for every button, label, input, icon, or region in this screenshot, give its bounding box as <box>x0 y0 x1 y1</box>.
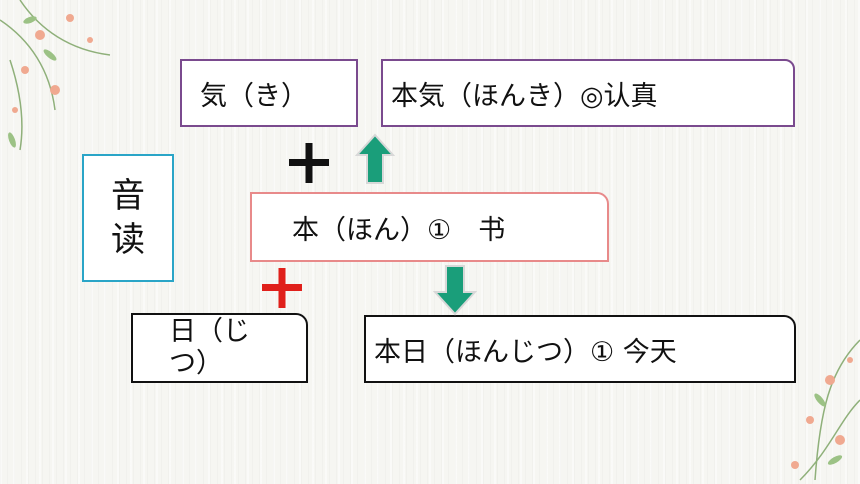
hon-reading-box: 本（ほん）① 书 <box>250 192 609 262</box>
plus-icon <box>262 268 302 308</box>
arrow-down-icon <box>433 265 477 316</box>
onyomi-label-text: 音读 <box>111 176 145 260</box>
hon-reading-text: 本（ほん）① 书 <box>292 214 506 246</box>
arrow-up-icon <box>355 133 395 184</box>
ki-reading-text: 気（き） <box>200 80 308 112</box>
honjitsu-word-box: 本日（ほんじつ）① 今天 <box>364 315 796 383</box>
plus-icon <box>289 143 329 183</box>
onyomi-label-box: 音读 <box>82 154 174 282</box>
jitsu-reading-box: 日（じつ） <box>131 313 308 383</box>
honki-word-text: 本気（ほんき）◎认真 <box>391 80 658 112</box>
floral-decoration-top-left <box>0 0 111 151</box>
floral-decoration-bottom-right <box>791 339 860 481</box>
honjitsu-word-text: 本日（ほんじつ）① 今天 <box>374 336 677 368</box>
jitsu-reading-text: 日（じつ） <box>169 316 250 379</box>
honki-word-box: 本気（ほんき）◎认真 <box>381 59 795 127</box>
ki-reading-box: 気（き） <box>180 59 358 127</box>
